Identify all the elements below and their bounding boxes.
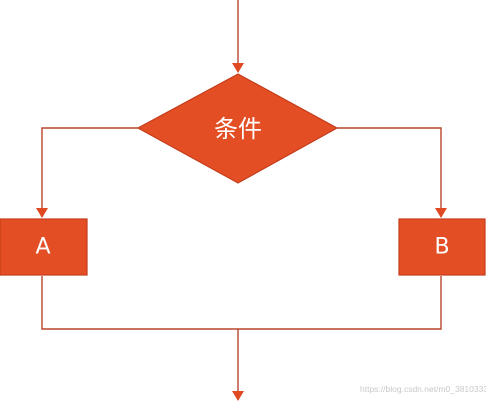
node-b: B: [398, 218, 486, 276]
node-b-box: [398, 218, 486, 276]
condition-diamond-shape: [136, 73, 339, 184]
edge-b-to-merge: [238, 276, 442, 330]
node-a-box: [0, 218, 88, 276]
edge-condition-to-b: [337, 127, 447, 218]
edge-a-to-merge: [41, 276, 238, 330]
node-b-label: B: [434, 235, 449, 260]
condition-node: 条件: [136, 73, 339, 184]
edge-condition-to-a: [36, 127, 138, 218]
node-a: A: [0, 218, 88, 276]
watermark-text: https://blog.csdn.net/m0_38103330: [360, 384, 486, 394]
node-a-label: A: [35, 235, 50, 260]
condition-label: 条件: [214, 115, 262, 143]
edges: [36, 0, 447, 401]
